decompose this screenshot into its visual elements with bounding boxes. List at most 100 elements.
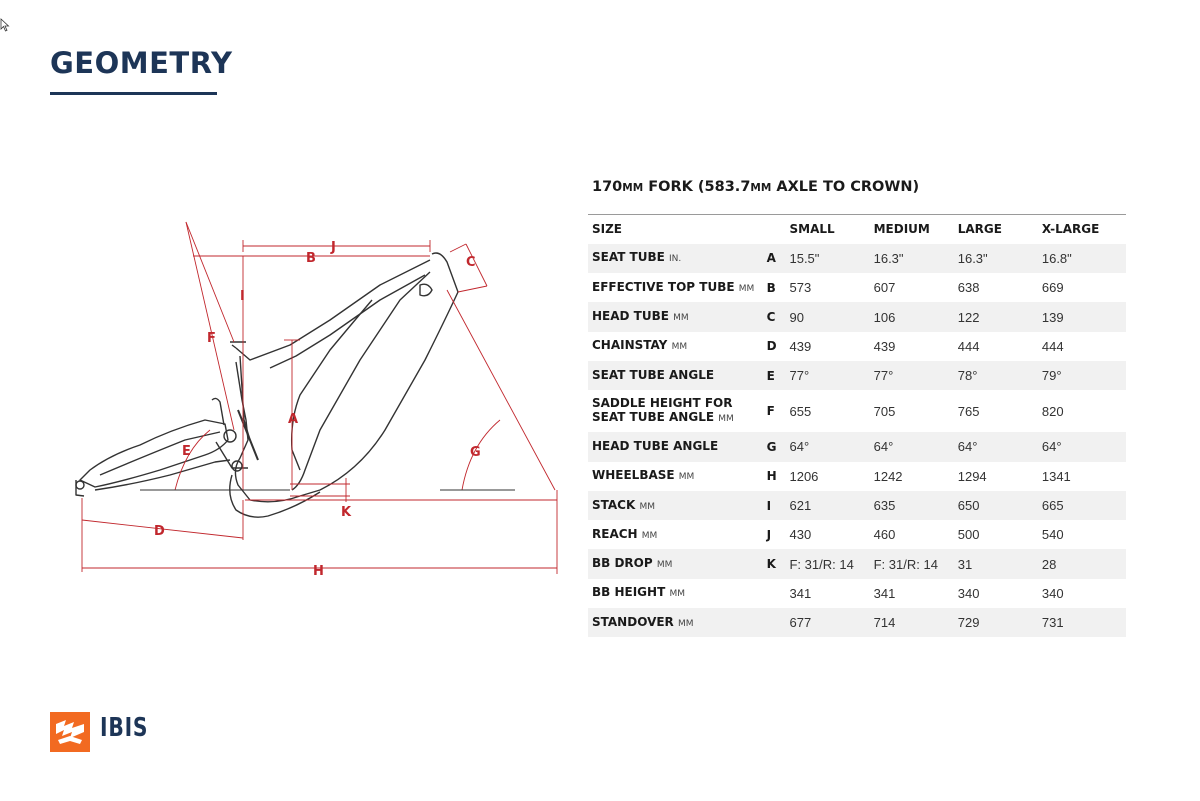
param-value: 15.5" <box>789 243 874 274</box>
param-value: 64° <box>957 432 1042 462</box>
param-name-text: EFFECTIVE TOP TUBE <box>592 279 735 294</box>
param-label: HEAD TUBE ANGLE <box>588 432 767 462</box>
param-value: 1341 <box>1041 468 1071 484</box>
header-letter <box>766 213 790 244</box>
dim-label-k: K <box>341 505 352 520</box>
param-value: 444 <box>957 338 980 354</box>
param-letter: G <box>766 432 790 462</box>
param-value: 669 <box>1041 280 1064 296</box>
param-name-text: CHAINSTAY <box>592 338 668 353</box>
param-name: EFFECTIVE TOP TUBE MM <box>592 280 767 296</box>
param-value: 79° <box>1041 360 1126 391</box>
param-value: 77° <box>873 360 958 391</box>
param-name-text: STANDOVER <box>592 614 674 629</box>
param-letter: C <box>766 302 790 332</box>
param-name: SEAT TUBE IN. <box>592 250 767 266</box>
param-name: WHEELBASE MM <box>592 468 767 484</box>
param-name: STACK MM <box>592 498 767 514</box>
header-x-large: X-LARGE <box>1041 213 1126 244</box>
param-value: 650 <box>957 490 1042 521</box>
param-letter: J <box>766 527 772 542</box>
param-unit: MM <box>678 472 695 483</box>
param-value: 729 <box>957 608 1042 638</box>
param-value: 439 <box>789 338 812 354</box>
param-label: HEAD TUBE MM <box>588 302 767 332</box>
param-letter: K <box>766 549 790 579</box>
param-value: 64° <box>1041 432 1126 462</box>
param-value: 621 <box>789 490 874 521</box>
param-value: 139 <box>1041 302 1126 332</box>
header-medium: MEDIUM <box>873 213 958 244</box>
param-value: 16.8" <box>1041 243 1126 274</box>
dim-label-a: A <box>288 412 298 427</box>
param-value: 64° <box>789 432 874 462</box>
param-value: 635 <box>873 490 958 521</box>
dim-label-b: B <box>306 251 316 266</box>
param-label: WHEELBASE MM <box>588 462 767 491</box>
param-value: 16.3" <box>957 243 1042 274</box>
param-label: BB HEIGHT MM <box>588 579 767 608</box>
param-letter: I <box>766 490 790 521</box>
param-letter <box>767 579 790 608</box>
param-value: 122 <box>957 302 1042 332</box>
dim-label-e: E <box>182 444 191 459</box>
param-value: 607 <box>873 280 896 296</box>
param-unit: MM <box>718 414 734 425</box>
table-header-row: SIZE SMALL MEDIUM LARGE X-LARGE <box>588 213 1126 244</box>
param-label: EFFECTIVE TOP TUBE MM <box>588 273 767 302</box>
param-unit: MM <box>673 313 689 324</box>
param-name-text: REACH <box>592 526 638 541</box>
param-unit: MM <box>671 342 688 353</box>
param-letter: A <box>766 243 790 274</box>
param-letter: D <box>766 339 777 354</box>
geometry-diagram: A B C D E F G H I J K <box>75 221 558 579</box>
param-value: 573 <box>789 280 812 296</box>
param-name-text: WHEELBASE <box>592 468 675 483</box>
header-small: SMALL <box>789 213 874 244</box>
param-value: 444 <box>1041 338 1064 354</box>
param-name: BB HEIGHT MM <box>592 585 767 601</box>
dim-label-j: J <box>330 240 336 255</box>
dimension-lines <box>81 221 558 574</box>
param-unit: MM <box>677 618 694 629</box>
brand-name: IBIS <box>100 713 149 743</box>
param-unit: MM <box>656 560 673 571</box>
dim-label-c: C <box>466 255 476 270</box>
param-name-text: SEAT TUBE <box>592 250 665 265</box>
param-value: 677 <box>789 608 874 638</box>
param-name-text: BB DROP <box>592 556 653 571</box>
param-unit: MM <box>738 283 755 294</box>
dim-label-f: F <box>207 331 216 346</box>
param-value: 1294 <box>957 468 987 484</box>
dim-label-g: G <box>470 445 481 460</box>
param-name: HEAD TUBE ANGLE <box>592 439 767 455</box>
param-label: SEAT TUBE IN. <box>588 243 767 274</box>
param-value: 1206 <box>789 468 819 484</box>
param-name-text: SEAT TUBE ANGLE <box>592 367 715 382</box>
param-letter: F <box>766 404 775 419</box>
param-value: 28 <box>1041 549 1126 579</box>
param-value: 439 <box>873 338 896 354</box>
param-value: 731 <box>1041 608 1126 638</box>
param-name-text: SEAT TUBE ANGLE <box>592 410 715 425</box>
param-value: F: 31/R: 14 <box>873 549 958 579</box>
param-label: CHAINSTAY MM <box>588 332 767 361</box>
dim-label-d: D <box>154 524 165 539</box>
param-name: BB DROP MM <box>592 556 767 572</box>
param-value: 106 <box>873 302 958 332</box>
param-value: 16.3" <box>873 243 958 274</box>
param-value: 460 <box>873 527 896 543</box>
param-name-line1: SADDLE HEIGHT FOR <box>592 396 733 411</box>
